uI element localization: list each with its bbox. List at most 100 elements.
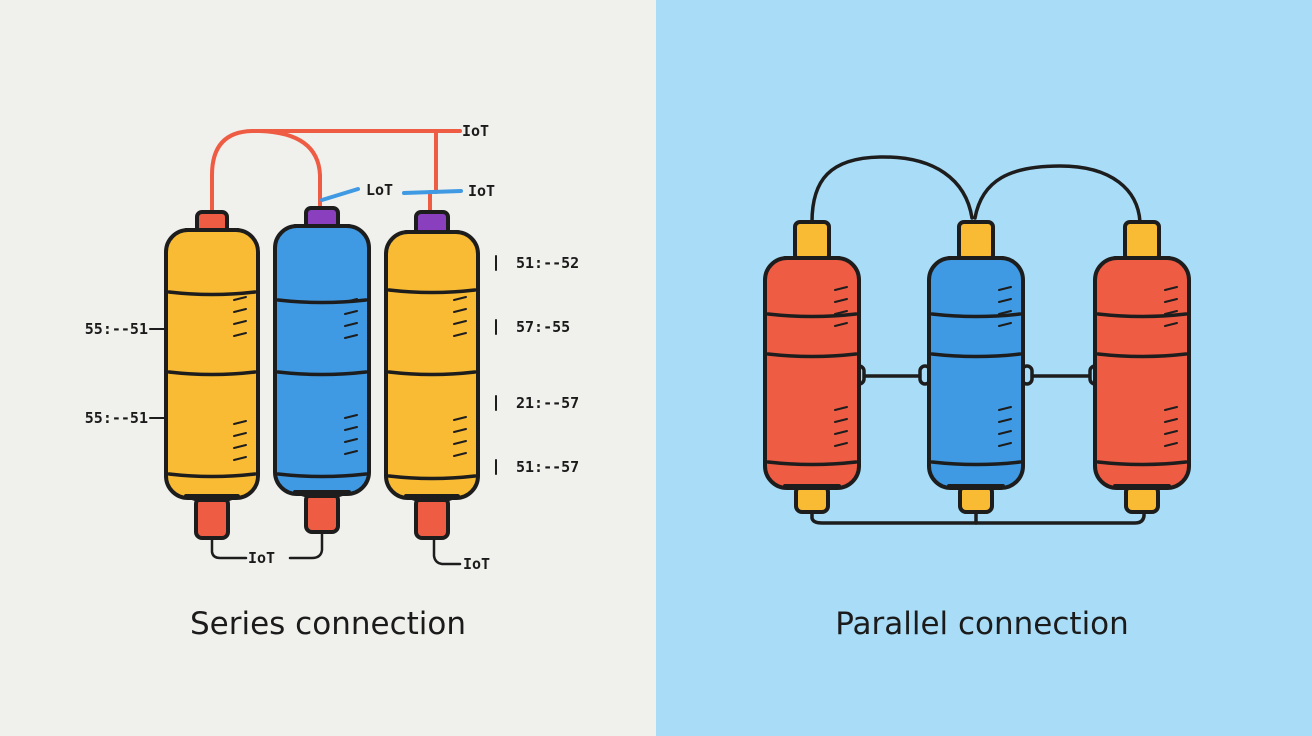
cell-band bbox=[930, 460, 1022, 467]
cell-shading bbox=[233, 456, 247, 461]
cell-body bbox=[273, 224, 371, 496]
cell-shading bbox=[998, 418, 1012, 423]
cell-shading bbox=[233, 332, 247, 337]
series-right-label-1: 51:--52 bbox=[516, 254, 579, 272]
series-right-label-2: 57:-55 bbox=[516, 318, 570, 336]
series-bottom-label-right: IoT bbox=[463, 555, 490, 573]
series-cell-2 bbox=[273, 206, 371, 534]
cell-body bbox=[384, 230, 480, 500]
cell-shading bbox=[1164, 310, 1178, 315]
cell-shading bbox=[344, 426, 358, 431]
terminal-foot bbox=[304, 492, 340, 534]
series-wire-blue-left bbox=[320, 187, 360, 202]
series-wire-mid-red bbox=[258, 129, 322, 210]
cell-band bbox=[1096, 352, 1188, 359]
series-bottom-label-left: IoT bbox=[248, 549, 275, 567]
cell-shading bbox=[453, 296, 467, 301]
cell-shading bbox=[233, 308, 247, 313]
cell-shading bbox=[453, 308, 467, 313]
cell-bottom-neck bbox=[293, 490, 351, 498]
terminal-cap bbox=[957, 220, 995, 262]
cell-bottom-neck bbox=[783, 484, 841, 490]
cell-shading bbox=[453, 320, 467, 325]
cell-shading bbox=[344, 310, 358, 315]
cell-shading bbox=[344, 322, 358, 327]
cell-body bbox=[763, 256, 861, 490]
cell-shading bbox=[1164, 322, 1178, 327]
cell-shading bbox=[453, 452, 467, 457]
cell-body bbox=[1093, 256, 1191, 490]
parallel-cells bbox=[763, 220, 1191, 514]
cell-band bbox=[276, 298, 368, 305]
cell-shading bbox=[453, 440, 467, 445]
cell-shading bbox=[1164, 286, 1178, 291]
cell-bottom-neck bbox=[184, 494, 240, 502]
cell-shading bbox=[998, 322, 1012, 327]
series-label-ticks bbox=[149, 255, 497, 475]
series-wire-blue-right bbox=[402, 189, 463, 195]
parallel-panel: Parallel connection bbox=[763, 155, 1191, 642]
cell-shading bbox=[453, 428, 467, 433]
series-bottom-leads bbox=[210, 530, 462, 566]
series-left-label-lower: 55:--51 bbox=[85, 409, 148, 427]
cell-band bbox=[167, 472, 257, 479]
parallel-caption: Parallel connection bbox=[835, 606, 1129, 642]
cell-band bbox=[276, 472, 368, 479]
cell-bottom-neck bbox=[1113, 484, 1171, 490]
parallel-cell-3 bbox=[1093, 220, 1191, 514]
cell-shading bbox=[1164, 418, 1178, 423]
series-bottom-lead-2 bbox=[288, 530, 324, 560]
cell-band bbox=[766, 312, 858, 319]
cell-shading bbox=[233, 432, 247, 437]
cell-shading bbox=[233, 444, 247, 449]
cell-band bbox=[1096, 312, 1188, 319]
parallel-wire-right-loop bbox=[973, 164, 1142, 224]
series-wire-label-right: IoT bbox=[468, 182, 495, 200]
cell-shading bbox=[834, 298, 848, 303]
series-bottom-lead-1 bbox=[210, 534, 248, 560]
terminal-foot bbox=[194, 496, 230, 540]
cell-band bbox=[387, 370, 477, 377]
terminal-foot bbox=[414, 496, 450, 540]
terminal-cap bbox=[793, 220, 831, 262]
cell-band bbox=[1096, 460, 1188, 467]
series-cell-3 bbox=[384, 210, 480, 540]
cell-shading bbox=[233, 420, 247, 425]
cell-band bbox=[276, 370, 368, 377]
cell-shading bbox=[834, 442, 848, 447]
cell-shading bbox=[834, 310, 848, 315]
cell-bottom-neck bbox=[947, 484, 1005, 490]
cell-shading bbox=[1164, 406, 1178, 411]
cell-band bbox=[930, 352, 1022, 359]
cell-shading bbox=[1164, 430, 1178, 435]
terminal-cap bbox=[1123, 220, 1161, 262]
cell-shading bbox=[834, 406, 848, 411]
cell-band bbox=[766, 352, 858, 359]
series-wires bbox=[210, 129, 463, 214]
series-wire-right-red bbox=[428, 129, 438, 214]
cell-shading bbox=[998, 298, 1012, 303]
series-cells bbox=[164, 206, 480, 540]
parallel-wire-left-loop bbox=[810, 155, 974, 224]
parallel-cell-1 bbox=[763, 220, 861, 514]
cell-shading bbox=[344, 450, 358, 455]
series-caption: Series connection bbox=[190, 606, 466, 642]
cell-shading bbox=[834, 418, 848, 423]
series-cell-1 bbox=[164, 210, 260, 540]
series-wire-label-top: IoT bbox=[462, 122, 489, 140]
cell-shading bbox=[344, 298, 358, 303]
cell-shading bbox=[834, 430, 848, 435]
series-wire-top-red bbox=[210, 129, 462, 214]
series-wire-label-mid: LoT bbox=[366, 181, 393, 199]
cell-band bbox=[387, 288, 477, 295]
cell-body bbox=[927, 256, 1025, 490]
cell-shading bbox=[998, 442, 1012, 447]
series-right-label-3: 21:--57 bbox=[516, 394, 579, 412]
parallel-cell-2 bbox=[927, 220, 1025, 514]
cell-shading bbox=[344, 438, 358, 443]
cell-shading bbox=[998, 406, 1012, 411]
series-panel: IoT LoT IoT IoT IoT 55:--51 55:--51 51:-… bbox=[85, 122, 579, 642]
cell-shading bbox=[1164, 298, 1178, 303]
cell-shading bbox=[453, 332, 467, 337]
